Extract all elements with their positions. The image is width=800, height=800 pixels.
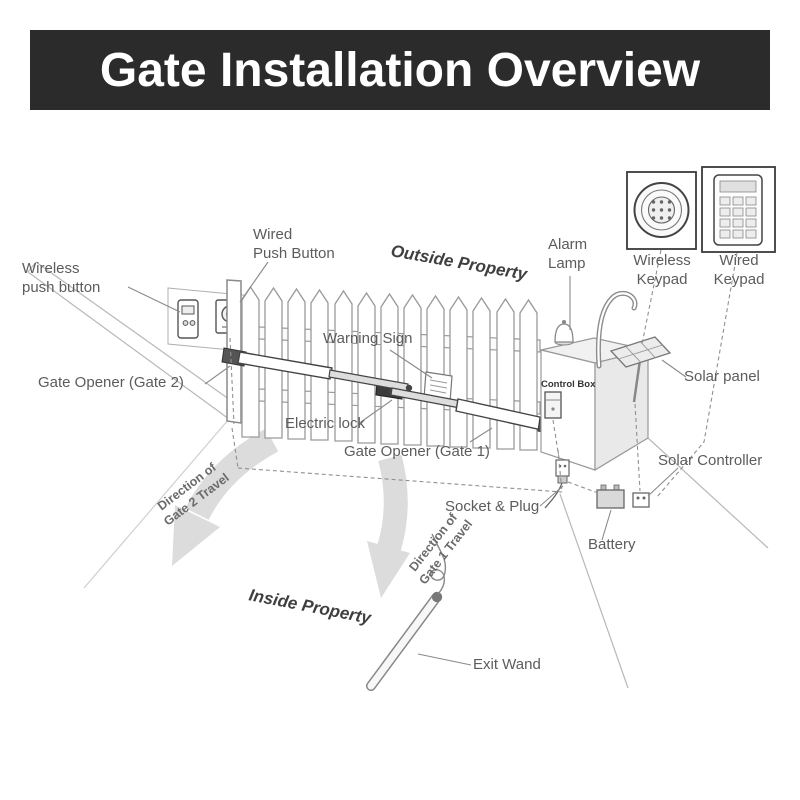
leader-wireless-push-button (127, 286, 181, 313)
alarm-lamp-device (554, 320, 574, 346)
ground-lines (27, 261, 769, 689)
wireless-keypad-device (626, 171, 697, 250)
leader-solar-panel (661, 359, 687, 378)
gooseneck-pole (595, 290, 638, 369)
leader-lines (127, 261, 687, 666)
wiring-dashed (229, 249, 738, 498)
leader-gate-opener-1 (469, 427, 493, 443)
solar-controller-device (632, 492, 650, 508)
socket-plug-device (544, 459, 570, 509)
wired-keypad-device (701, 166, 776, 253)
gate1-travel-arrow (377, 455, 408, 552)
exit-wand-device (366, 533, 447, 691)
page-title: Gate Installation Overview (99, 43, 701, 97)
gate2-travel-arrow (185, 428, 279, 521)
leader-solar-controller (647, 467, 679, 497)
leader-battery (601, 509, 612, 541)
page-title-banner: Gate Installation Overview (30, 30, 770, 110)
leader-electric-lock (357, 399, 393, 425)
gate1-travel-arrowhead (367, 541, 410, 598)
gate-travel-arrows (172, 428, 410, 598)
gate-opener-gate2-actuator (221, 347, 413, 392)
leader-socket-plug (539, 485, 564, 507)
solar-panel-device (609, 336, 672, 403)
leader-warning-sign (389, 349, 433, 379)
wireless-push-button-device (177, 299, 199, 339)
leader-wired-push-button (239, 261, 269, 303)
leader-gate-opener-2 (204, 365, 231, 385)
control-box-device (544, 391, 562, 419)
gate2-travel-arrowhead (172, 505, 220, 566)
leader-exit-wand (417, 653, 472, 666)
battery-device (596, 484, 625, 509)
